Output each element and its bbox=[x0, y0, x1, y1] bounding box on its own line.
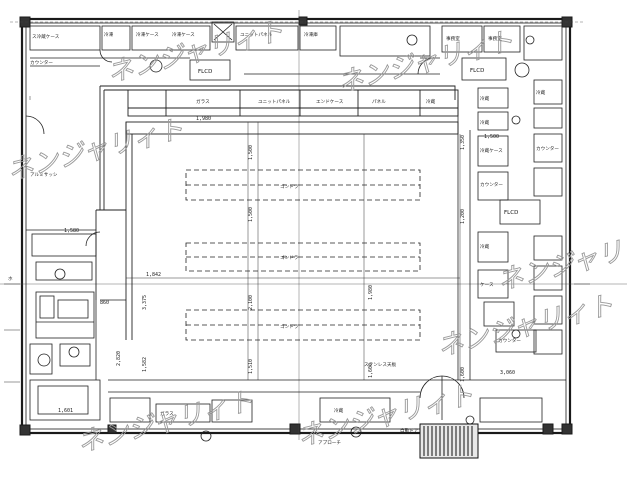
label-bottom-sign: アプローチ bbox=[318, 440, 341, 446]
dim-15: 860 bbox=[100, 300, 109, 306]
label-bottom-wall: ガラス bbox=[160, 410, 174, 417]
label-room-office: 事務室 bbox=[488, 35, 502, 42]
label-left-entry: ホ bbox=[8, 276, 13, 282]
corridor-frame bbox=[95, 85, 459, 340]
label-top-shelf-b: 冷凍ケース bbox=[136, 31, 159, 38]
dim-14: 1,980 bbox=[368, 285, 374, 300]
label-shelf-run-5: 冷蔵 bbox=[426, 98, 436, 105]
label-top-shelf-a: 冷凍 bbox=[104, 31, 114, 38]
label-bottom-note: ステンレス天板 bbox=[364, 361, 397, 368]
left-rooms bbox=[25, 115, 126, 421]
dim-10: 1,600 bbox=[460, 367, 466, 382]
label-right-case-8: 冷蔵 bbox=[536, 89, 546, 96]
dim-17: 2,820 bbox=[116, 351, 122, 366]
label-top-shelf-c: 冷凍ケース bbox=[172, 31, 195, 38]
label-right-case-6: 冷蔵 bbox=[480, 243, 490, 250]
dim-6: 1,842 bbox=[146, 272, 161, 278]
label-bottom-shelf: 冷蔵 bbox=[334, 407, 344, 414]
edge-markers bbox=[4, 96, 590, 383]
label-right-case-5: カウンター bbox=[480, 181, 503, 188]
label-shelf-run-2: ユニットパネル bbox=[258, 99, 291, 105]
axis-lines bbox=[0, 10, 627, 440]
label-top-center: ユニットパネル bbox=[240, 32, 273, 38]
dim-12: 3,375 bbox=[142, 295, 148, 310]
label-room-backyard: 事務室 bbox=[446, 35, 460, 42]
dim-9: 1,601 bbox=[58, 408, 73, 414]
dim-19: 1,980 bbox=[196, 116, 211, 122]
label-right-case-2: 冷蔵 bbox=[480, 119, 490, 126]
gondola-islands bbox=[185, 169, 421, 341]
room-labels: ス冷蔵ケース 冷凍 冷凍ケース 冷凍ケース ユニットパネル 冷凍庫 事務室 事務… bbox=[8, 31, 559, 446]
label-top-center2: 冷凍庫 bbox=[304, 31, 318, 38]
gondola-dimension-lines bbox=[126, 122, 461, 380]
dim-18: 1,600 bbox=[368, 363, 374, 378]
label-right-case-7: ケース bbox=[480, 281, 494, 288]
top-back-rooms bbox=[29, 21, 563, 81]
dim-4: 1,200 bbox=[460, 209, 466, 224]
bottom-elements bbox=[108, 375, 543, 442]
label-shelf-run-3: エンドケース bbox=[316, 98, 344, 105]
label-wall-strip: カウンター bbox=[30, 59, 53, 66]
label-right-case-9: カウンター bbox=[536, 145, 559, 152]
dim-13: 1,582 bbox=[142, 357, 148, 372]
label-shelf-run-1: ガラス bbox=[196, 98, 210, 105]
dim-16: 1,500 bbox=[484, 134, 499, 140]
dimension-labels: 1,580 1,500 1,500 1,200 1,350 1,842 1,51… bbox=[58, 116, 515, 414]
dim-1: 1,580 bbox=[64, 228, 79, 234]
label-left-corridor: アルミサッシ bbox=[30, 172, 58, 178]
right-cases bbox=[457, 79, 566, 381]
dim-3: 1,500 bbox=[248, 207, 254, 222]
label-room-flcd2: FLCD bbox=[470, 68, 484, 74]
label-shelf-run-4: パネル bbox=[372, 99, 386, 105]
dim-8: 3,060 bbox=[500, 370, 515, 376]
label-right-case-3: 冷蔵ケース bbox=[480, 147, 503, 154]
dim-7: 1,510 bbox=[248, 359, 254, 374]
dim-5: 1,350 bbox=[460, 135, 466, 150]
label-bottom-door: 自動ドア bbox=[400, 427, 419, 434]
entrance-mat bbox=[419, 423, 479, 459]
label-gondola-1: ゴンドラ bbox=[280, 183, 299, 190]
label-top-left-room: ス冷蔵ケース bbox=[32, 33, 60, 40]
label-gondola-3: ゴンドラ bbox=[280, 323, 299, 330]
label-right-case-1: 冷蔵 bbox=[480, 95, 490, 102]
label-right-case-4: FLCD bbox=[504, 210, 518, 216]
dim-11: 2,100 bbox=[248, 295, 254, 310]
label-right-case-10: カウンター bbox=[498, 337, 521, 344]
dim-2: 1,500 bbox=[248, 145, 254, 160]
outer-walls bbox=[19, 16, 573, 436]
label-room-flcd: FLCD bbox=[198, 69, 212, 75]
label-gondola-2: ゴンドラ bbox=[280, 254, 299, 261]
